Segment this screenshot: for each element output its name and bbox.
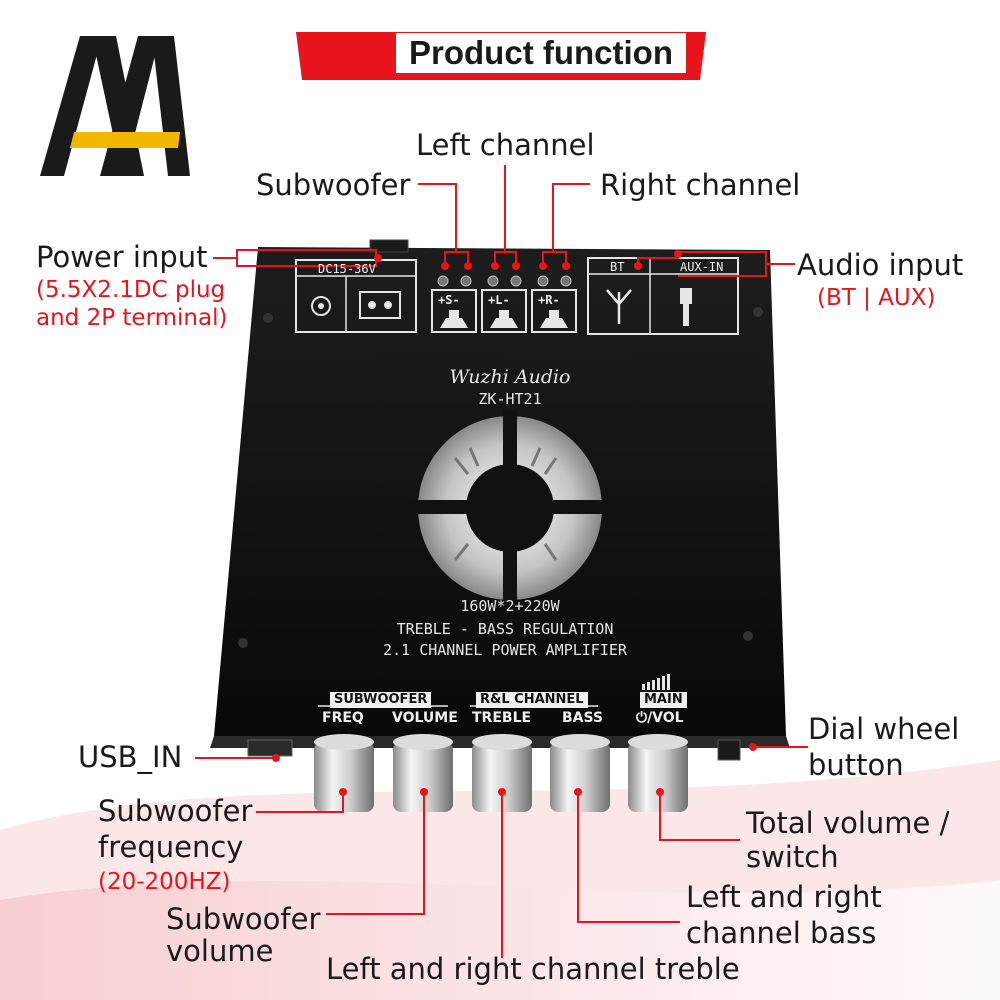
left-terminal-label: +L- xyxy=(488,293,510,307)
callout-lr-bass-1: Left and right xyxy=(686,880,882,914)
callout-dial-wheel-2: button xyxy=(808,748,904,782)
callout-audio-input-note: (BT | AUX) xyxy=(817,285,936,311)
brand-logo xyxy=(40,36,190,176)
subwoofer-group-label: SUBWOOFER xyxy=(330,692,432,708)
callout-lr-bass-2: channel bass xyxy=(686,916,877,950)
callout-audio-input: Audio input xyxy=(797,248,964,282)
callout-sub-freq-note: (20-200HZ) xyxy=(98,869,231,895)
right-terminal-label: +R- xyxy=(538,293,560,307)
callout-power-note-2: and 2P terminal) xyxy=(36,305,228,331)
callout-sub-vol-1: Subwoofer xyxy=(166,902,321,936)
title-banner: Product function xyxy=(296,30,706,82)
power-rating-label: DC15-36V xyxy=(318,262,376,276)
brand-script: Wuzhi Audio xyxy=(449,366,571,388)
callout-left-channel: Left channel xyxy=(416,128,595,162)
callout-total-vol-1: Total volume / xyxy=(746,806,950,840)
callout-sub-freq-1: Subwoofer xyxy=(98,794,253,828)
aux-label: AUX-IN xyxy=(680,260,724,274)
spec-line-2: TREBLE - BASS REGULATION xyxy=(396,620,614,638)
callout-lr-treble: Left and right channel treble xyxy=(326,952,740,986)
spec-line-1: 160W*2+220W xyxy=(460,597,560,615)
callout-total-vol-2: switch xyxy=(746,840,839,874)
main-group-label: MAIN xyxy=(640,692,687,708)
page-title: Product function xyxy=(396,33,686,73)
knob-label-treble: TREBLE xyxy=(472,710,532,726)
spec-line-3: 2.1 CHANNEL POWER AMPLIFIER xyxy=(383,641,627,659)
callout-subwoofer: Subwoofer xyxy=(256,168,411,202)
knob-label-bass: BASS xyxy=(562,710,604,726)
callout-sub-vol-2: volume xyxy=(166,934,274,968)
callout-right-channel: Right channel xyxy=(600,168,801,202)
callout-power-input: Power input xyxy=(36,240,208,274)
callout-sub-freq-2: frequency xyxy=(98,830,244,864)
knob-label-volume: VOLUME xyxy=(392,710,458,726)
rl-channel-group-label: R&L CHANNEL xyxy=(476,692,588,708)
callout-dial-wheel-1: Dial wheel xyxy=(808,712,960,746)
knob-label-power-vol: ⏻/VOL xyxy=(636,710,684,726)
knob-label-freq: FREQ xyxy=(322,710,364,726)
sub-terminal-label: +S- xyxy=(438,293,460,307)
bt-label: BT xyxy=(610,260,625,274)
callout-usb-in: USB_IN xyxy=(78,740,183,774)
knob-group xyxy=(314,734,688,812)
callout-power-note-1: (5.5X2.1DC plug xyxy=(36,277,226,303)
model-number: ZK-HT21 xyxy=(478,390,542,408)
